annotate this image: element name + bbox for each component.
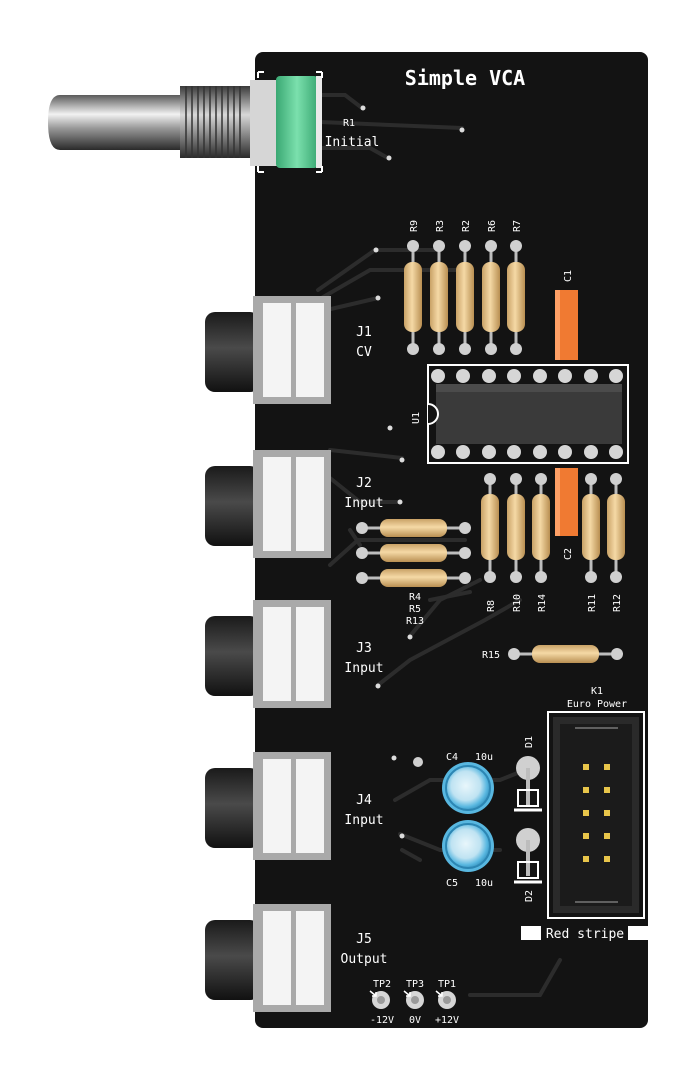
jack-j3 [205, 600, 331, 708]
diode-d2 [514, 828, 542, 884]
capacitor-c2 [555, 468, 578, 536]
testpoint-tp3 [403, 990, 424, 1009]
jack-j2 [205, 450, 331, 558]
resistor-r9-label: R9 [409, 220, 420, 232]
resistor-r15 [508, 645, 623, 663]
jack-j4-ref: J4 [356, 793, 372, 808]
capacitor-c1-label: C1 [563, 270, 574, 282]
elcap-c5 [442, 820, 494, 872]
red-stripe-label: Red stripe [546, 927, 624, 942]
testpoint-tp2-ref: TP2 [373, 979, 391, 990]
red-stripe-marker-left [521, 926, 541, 940]
resistor-r3-label: R3 [435, 220, 446, 232]
power-name-label: Euro Power [567, 699, 627, 710]
diode-d1-label: D1 [524, 736, 535, 748]
elcap-c4 [442, 762, 494, 814]
jack-j3-ref: J3 [356, 641, 372, 656]
resistor-r7 [507, 240, 525, 355]
resistor-r7-label: R7 [512, 220, 523, 232]
potentiometer-r1 [48, 71, 323, 173]
jack-j1-label: CV [356, 345, 372, 360]
jack-j5 [205, 904, 331, 1012]
resistor-r13 [356, 569, 471, 587]
jack-j4 [205, 752, 331, 860]
testpoint-tp2-net: -12V [370, 1015, 394, 1026]
jack-j2-label: Input [344, 496, 383, 511]
resistor-r11-label: R11 [587, 594, 598, 612]
testpoint-tp1 [435, 990, 456, 1009]
resistor-r13-label: R13 [406, 616, 424, 627]
testpoint-tp1-net: +12V [435, 1015, 459, 1026]
resistor-r8-label: R8 [486, 600, 497, 612]
capacitor-c2-label: C2 [563, 548, 574, 560]
resistor-r6-label: R6 [487, 220, 498, 232]
ic-u1-label: U1 [411, 412, 422, 424]
jack-j2-ref: J2 [356, 476, 372, 491]
jack-j5-ref: J5 [356, 932, 372, 947]
resistor-r5-label: R5 [409, 604, 421, 615]
pot-ref-label: R1 [343, 118, 355, 129]
elcap-c4-ref: C4 [446, 752, 458, 763]
resistor-r2-label: R2 [461, 220, 472, 232]
jack-j5-label: Output [341, 952, 388, 967]
resistor-r12-label: R12 [612, 594, 623, 612]
resistor-r2 [456, 240, 474, 355]
jack-j1-ref: J1 [356, 325, 372, 340]
testpoint-tp1-ref: TP1 [438, 979, 456, 990]
elcap-c5-value: 10u [475, 878, 493, 889]
testpoint-tp3-ref: TP3 [406, 979, 424, 990]
jack-j4-label: Input [344, 813, 383, 828]
resistor-r14-label: R14 [537, 594, 548, 612]
resistor-r10 [507, 473, 525, 583]
resistor-r14 [532, 473, 550, 583]
resistor-r12 [607, 473, 625, 583]
jack-j3-label: Input [344, 661, 383, 676]
diode-d1 [514, 756, 542, 812]
resistor-r5 [356, 544, 471, 562]
elcap-c4-value: 10u [475, 752, 493, 763]
elcap-c5-ref: C5 [446, 878, 458, 889]
red-stripe-marker-right [628, 926, 648, 940]
resistor-r4 [356, 519, 471, 537]
jack-j1 [205, 296, 331, 404]
diode-d2-label: D2 [524, 890, 535, 902]
testpoint-tp2 [369, 990, 390, 1009]
resistor-r6 [482, 240, 500, 355]
resistor-r15-label: R15 [482, 650, 500, 661]
resistor-r8 [481, 473, 499, 583]
resistor-r11 [582, 473, 600, 583]
testpoint-tp3-net: 0V [409, 1015, 421, 1026]
resistor-r4-label: R4 [409, 592, 421, 603]
power-ref-label: K1 [591, 686, 603, 697]
capacitor-c1 [555, 290, 578, 360]
resistor-r9 [404, 240, 422, 355]
resistor-r10-label: R10 [512, 594, 523, 612]
pot-value-label: Initial [325, 135, 380, 150]
board-title: Simple VCA [405, 66, 525, 90]
resistor-r3 [430, 240, 448, 355]
power-header-k1 [547, 711, 645, 919]
ic-u1 [427, 364, 629, 464]
via-group [360, 105, 465, 839]
